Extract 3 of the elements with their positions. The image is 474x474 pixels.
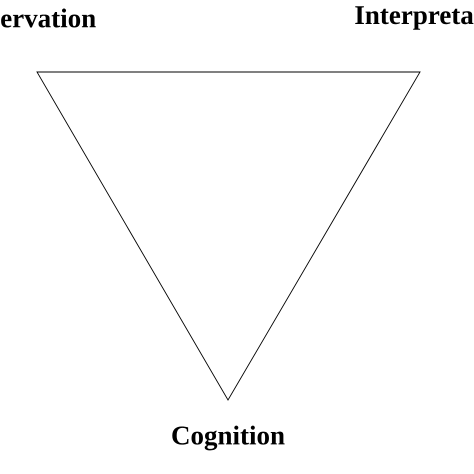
corner-label: Interpreta [355,6,474,30]
corner-label: ervation [1,8,96,28]
corner-label: Cognition [172,426,285,450]
